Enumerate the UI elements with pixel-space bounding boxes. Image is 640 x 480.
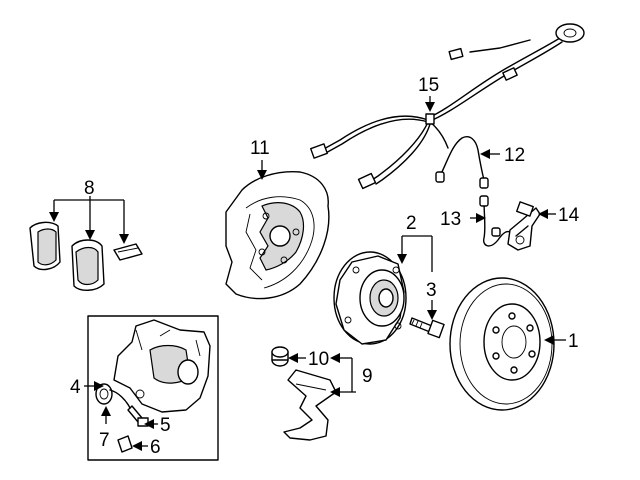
brake-rotor — [449, 277, 555, 411]
caliper-kit-box — [87, 315, 219, 461]
sensor-wire-12 — [435, 136, 489, 189]
callout-12: 12 — [504, 145, 525, 166]
abs-sensor — [507, 201, 541, 251]
dust-cap — [117, 435, 133, 453]
callout-6: 6 — [150, 437, 161, 458]
callout-5: 5 — [160, 415, 171, 436]
callout-4: 4 — [70, 377, 81, 398]
caliper-spring — [95, 383, 131, 409]
sensor-wire-13 — [479, 195, 511, 247]
callout-9: 9 — [362, 366, 373, 387]
callout-3: 3 — [426, 280, 437, 301]
dust-shield — [225, 170, 330, 300]
callout-11: 11 — [250, 138, 270, 159]
wiring-harness — [310, 23, 585, 190]
callout-1: 1 — [568, 331, 579, 352]
hub-bearing — [333, 251, 407, 345]
callout-14: 14 — [558, 205, 580, 226]
caliper-bracket — [283, 369, 337, 441]
callout-7: 7 — [99, 430, 110, 451]
callout-15: 15 — [418, 75, 439, 96]
callout-10: 10 — [308, 349, 329, 370]
callout-8: 8 — [84, 178, 95, 199]
hub-bolt — [409, 317, 445, 339]
bleeder-screw — [127, 405, 149, 427]
guide-boot — [271, 346, 289, 367]
brake-pads — [29, 221, 143, 291]
callout-leaders — [49, 96, 566, 451]
callout-13: 13 — [440, 209, 461, 230]
callout-2: 2 — [406, 213, 417, 234]
brake-caliper — [113, 319, 211, 413]
